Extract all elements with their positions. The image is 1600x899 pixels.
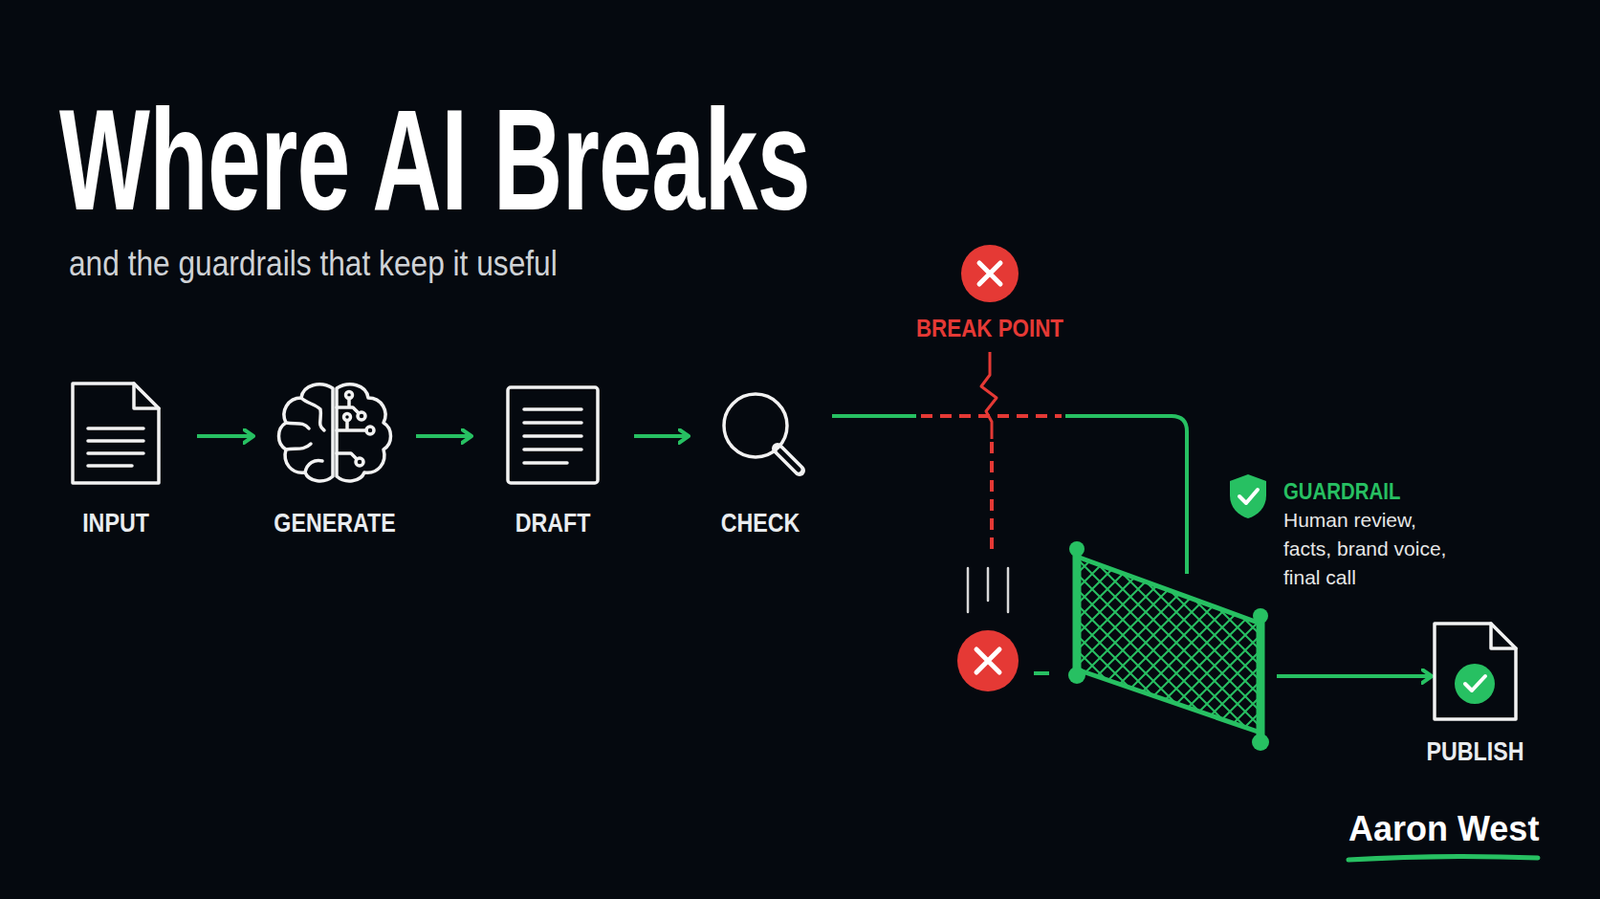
- guardrail-node: GUARDRAILHuman review, facts, brand voic…: [1061, 573, 1277, 746]
- circuit-node: [355, 458, 364, 466]
- catch-dash: [1033, 671, 1050, 676]
- circuit-node: [366, 426, 374, 435]
- doc-lines: [524, 409, 582, 463]
- error-circle: [957, 630, 1019, 692]
- check-circle: [1454, 663, 1495, 704]
- post-knob: [1068, 666, 1086, 684]
- net-post: [1073, 548, 1082, 676]
- node-icon: [688, 380, 833, 486]
- doc-outline: [72, 383, 159, 483]
- safety-net: [1076, 556, 1261, 733]
- net-post: [1256, 615, 1266, 743]
- publish-icon: [1431, 620, 1519, 723]
- motion-line: [986, 568, 990, 601]
- circuit-node: [346, 392, 353, 399]
- node-icon: [471, 380, 635, 486]
- post-knob: [1252, 608, 1269, 624]
- node-label: CHECK: [699, 507, 823, 539]
- flow-connector: [1276, 674, 1432, 679]
- process-node: CHECK: [688, 380, 833, 539]
- publish-node: PUBLISH: [1431, 620, 1519, 723]
- doc-outline: [1434, 623, 1516, 720]
- flow-connector: [416, 434, 472, 439]
- doc-lines: [87, 428, 144, 466]
- shield-check: [1239, 489, 1258, 504]
- node-label: DRAFT: [482, 507, 623, 539]
- break-label: BREAK POINT: [907, 312, 1073, 344]
- node-icon: [34, 380, 198, 486]
- guardrail-heading: GUARDRAIL: [1283, 478, 1401, 505]
- break-dashed-line: [920, 414, 1062, 418]
- process-node: INPUT: [34, 380, 198, 539]
- fallen-error-icon: [957, 630, 1019, 692]
- safety-net-icon: [1061, 573, 1277, 746]
- node-label: GENERATE: [264, 507, 405, 539]
- check-mark: [1465, 676, 1486, 691]
- magnifier-handle-inner: [779, 450, 799, 470]
- process-node: DRAFT: [471, 380, 635, 539]
- post-knob: [1251, 733, 1270, 751]
- flow-connector: [634, 434, 689, 439]
- node-label: PUBLISH: [1404, 736, 1546, 768]
- post-knob: [1069, 541, 1085, 557]
- brain-folds: [285, 397, 325, 473]
- lightning-crack: [981, 351, 997, 439]
- error-cross: [976, 649, 1000, 673]
- process-node: GENERATE: [253, 380, 417, 539]
- flow-connector: [197, 434, 254, 439]
- magnifier-handle: [777, 448, 800, 471]
- break-icon: [961, 244, 1019, 303]
- motion-line: [966, 568, 970, 613]
- doc-fold: [133, 383, 159, 409]
- node-label: INPUT: [45, 507, 186, 539]
- circuit-node: [344, 414, 351, 421]
- fall-dashed-line: [989, 441, 994, 553]
- circuit-node: [357, 412, 366, 420]
- doc-fold: [1490, 623, 1516, 649]
- break-gap: [916, 409, 1066, 423]
- error-circle: [961, 244, 1019, 303]
- shield: [1229, 474, 1267, 519]
- shield-icon: [1227, 472, 1269, 521]
- error-cross: [979, 263, 1001, 285]
- author-signature: Aaron West: [1348, 810, 1539, 849]
- doc-outline: [507, 387, 598, 483]
- guardrail-body: Human review, facts, brand voice, final …: [1283, 505, 1460, 592]
- motion-line: [1007, 568, 1010, 613]
- node-icon: [253, 380, 417, 486]
- motion-lines: [967, 568, 1009, 613]
- title: Where AI Breaks: [59, 87, 811, 232]
- subtitle: and the guardrails that keep it useful: [68, 246, 558, 282]
- signature-underline: [1348, 855, 1538, 860]
- flow-connector: [832, 416, 1187, 574]
- magnifier-lens: [723, 394, 788, 458]
- brain-circuit: [336, 397, 367, 460]
- brain-left: [279, 384, 334, 482]
- brain-right: [336, 384, 392, 482]
